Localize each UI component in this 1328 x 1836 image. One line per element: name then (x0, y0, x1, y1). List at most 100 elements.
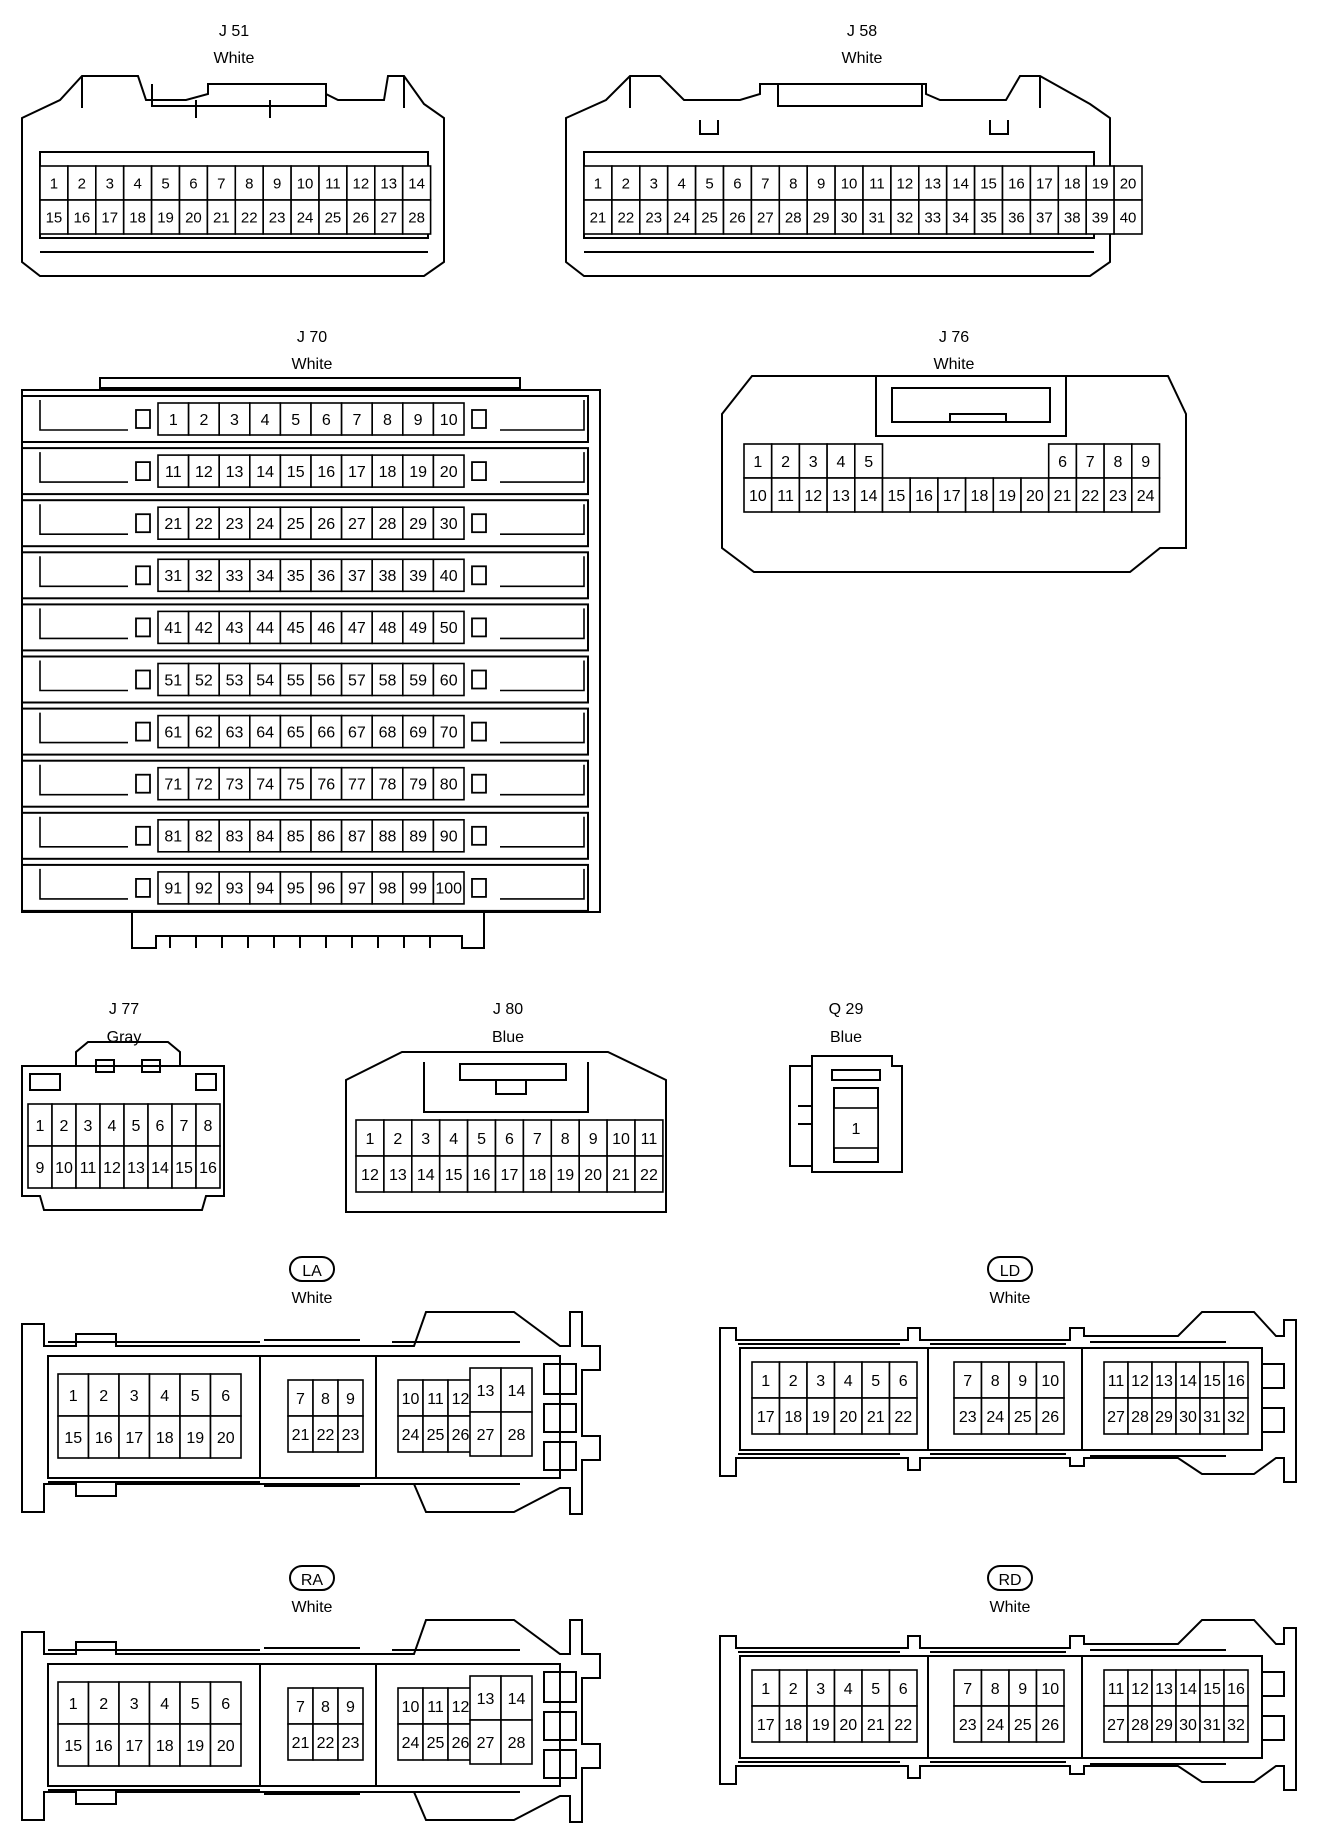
pin-cell (750, 165, 781, 201)
pin-row-frame (21, 863, 589, 912)
pin-cell (371, 766, 404, 801)
pin-cell (206, 165, 237, 201)
pin-number: 30 (440, 516, 458, 533)
pin-number: 10 (612, 1131, 630, 1148)
pin-number: 21 (867, 1717, 885, 1734)
pin-number: 16 (1227, 1681, 1245, 1698)
pin-number: 19 (812, 1409, 830, 1426)
pin-cell (1223, 1705, 1249, 1743)
pin-number: 24 (1137, 488, 1155, 505)
pin-cell (122, 165, 153, 201)
pin-number: 23 (959, 1717, 977, 1734)
pin-number: 19 (157, 209, 174, 226)
pin-number: 6 (899, 1373, 908, 1390)
pin-number: 19 (556, 1167, 574, 1184)
connector-code-oval (987, 1565, 1033, 1591)
pin-number: 21 (612, 1167, 630, 1184)
pin-cell (290, 199, 320, 235)
pin-cell (157, 506, 190, 541)
pin-number: 8 (321, 1699, 330, 1716)
pin-number: 24 (297, 209, 314, 226)
pin-cell (500, 1675, 533, 1721)
pin-number: 29 (813, 209, 830, 226)
pin-number: 18 (528, 1167, 546, 1184)
pin-number: 67 (348, 724, 366, 741)
pin-number: 5 (291, 412, 300, 429)
pin-number: 4 (160, 1388, 169, 1405)
pin-cell (1223, 1361, 1249, 1399)
pin-cell (937, 477, 967, 513)
pin-cell (1199, 1669, 1225, 1707)
pin-number: 9 (346, 1391, 355, 1408)
pin-number: 90 (440, 829, 458, 846)
pin-number: 65 (287, 724, 305, 741)
pin-number: 28 (508, 1427, 526, 1444)
connector-color: Blue (492, 1029, 524, 1046)
pin-number: 16 (1008, 175, 1025, 192)
pin-number: 26 (353, 209, 370, 226)
pin-number: 42 (195, 620, 213, 637)
pin-number: 44 (256, 620, 274, 637)
pin-cell (432, 818, 465, 853)
row-slot (135, 565, 151, 586)
pin-number: 23 (1109, 488, 1127, 505)
pin-cell (634, 1155, 664, 1193)
connector-label: J 70 (297, 329, 327, 346)
pin-number: 17 (125, 1738, 143, 1755)
pin-number: 9 (36, 1160, 45, 1177)
pin-number: 40 (440, 568, 458, 585)
pin-cell (466, 1155, 497, 1193)
pin-number: 35 (980, 209, 997, 226)
pin-cell (1001, 165, 1032, 201)
pin-number: 18 (379, 464, 397, 481)
connector-j76 (721, 375, 1187, 573)
pin-cell (57, 1415, 90, 1459)
pin-cell (1057, 165, 1088, 201)
pin-number: 58 (379, 672, 397, 689)
pin-number: 12 (1131, 1373, 1149, 1390)
pin-cell (195, 1103, 221, 1147)
pin-number: 8 (1113, 454, 1122, 471)
pin-number: 94 (256, 881, 274, 898)
row-slot (471, 565, 487, 586)
pin-number: 22 (640, 1167, 658, 1184)
pin-cell (743, 443, 773, 479)
row-latch (39, 712, 585, 744)
pin-number: 18 (156, 1738, 174, 1755)
pin-cell (401, 199, 432, 235)
row-slot (471, 773, 487, 794)
pin-number: 14 (860, 488, 878, 505)
pin-number: 16 (74, 209, 91, 226)
pin-cell (778, 1705, 808, 1743)
pin-number: 5 (191, 1696, 200, 1713)
row-slot (135, 669, 151, 690)
pin-number: 25 (701, 209, 718, 226)
pin-number: 4 (261, 412, 270, 429)
pin-number: 9 (589, 1131, 598, 1148)
pin-cell (371, 871, 404, 905)
pin-cell (1047, 477, 1078, 513)
pin-cell (432, 766, 465, 801)
pin-number: 28 (508, 1735, 526, 1752)
row-slot (471, 878, 487, 898)
pin-number: 7 (963, 1681, 972, 1698)
pin-number: 72 (195, 776, 213, 793)
pin-number: 1 (50, 175, 58, 192)
pin-cell (340, 662, 374, 697)
pin-number: 6 (1058, 454, 1067, 471)
pin-number: 39 (1092, 209, 1109, 226)
pin-number: 26 (317, 516, 335, 533)
pin-cell (500, 1719, 533, 1765)
pin-number: 20 (440, 464, 458, 481)
pin-number: 3 (106, 175, 114, 192)
pin-number: 10 (1041, 1373, 1059, 1390)
pin-number: 8 (321, 1391, 330, 1408)
pin-number: 28 (379, 516, 397, 533)
pin-cell (148, 1373, 181, 1417)
pin-number: 9 (346, 1699, 355, 1716)
pin-cell (279, 871, 312, 905)
pin-cell (806, 1705, 836, 1743)
pin-cell (432, 454, 465, 488)
pin-number: 17 (348, 464, 366, 481)
